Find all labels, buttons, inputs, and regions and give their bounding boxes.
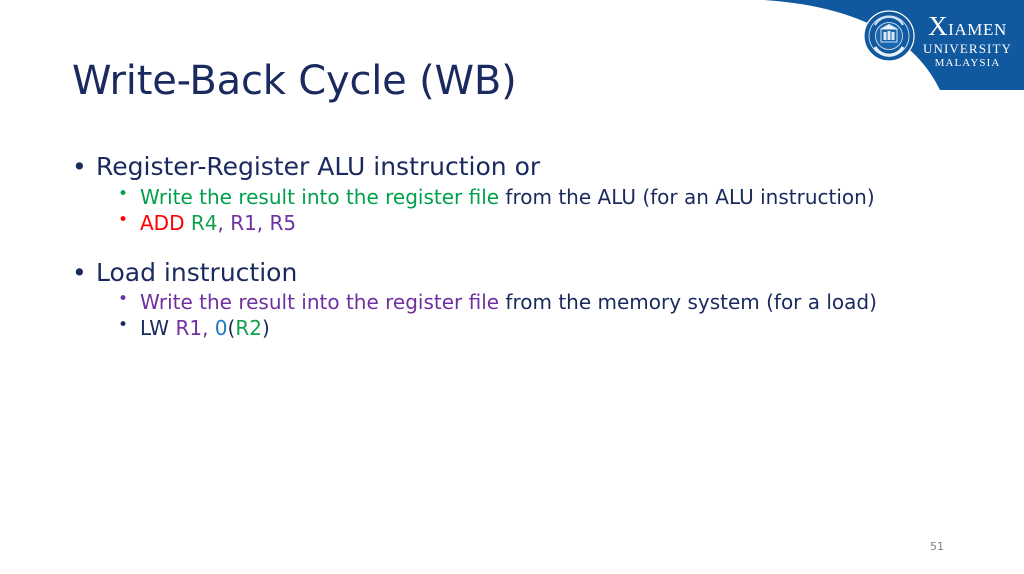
page-title: Write-Back Cycle (WB) bbox=[72, 58, 517, 104]
university-seal-icon bbox=[862, 9, 916, 63]
bullet-level2-write-result-memory: • Write the result into the register fil… bbox=[66, 289, 966, 315]
opcode-lw: LW bbox=[140, 316, 170, 340]
register-r1: R1 bbox=[175, 316, 203, 340]
university-logo-text: XIAMEN UNIVERSITY MALAYSIA bbox=[923, 12, 1012, 70]
bullet-level2-lw-instruction: • LW R1, 0(R2) bbox=[66, 315, 966, 341]
bullet-level1-register-register: • Register-Register ALU instruction or bbox=[66, 152, 966, 182]
bullet-text-segment: from the ALU (for an ALU instruction) bbox=[499, 184, 875, 209]
bullet-dot-icon: • bbox=[118, 183, 129, 204]
comma: , bbox=[217, 210, 224, 235]
bullet-level1-label: Load instruction bbox=[96, 257, 298, 287]
bullet-dot-icon: • bbox=[72, 152, 87, 181]
register-r4: R4 bbox=[190, 210, 218, 235]
bullet-text-segment: Write the result into the register file bbox=[140, 184, 500, 209]
opcode-add: ADD bbox=[140, 210, 185, 235]
slide-page-number: 51 bbox=[930, 540, 944, 553]
bullet-dot-icon: • bbox=[118, 209, 129, 230]
bullet-dot-icon: • bbox=[72, 257, 87, 287]
bullet-dot-icon: • bbox=[118, 315, 129, 335]
slide-body: • Register-Register ALU instruction or •… bbox=[66, 152, 966, 341]
logo-line-xiamen: XIAMEN bbox=[923, 12, 1012, 40]
bullet-level1-load-instruction: • Load instruction bbox=[66, 258, 966, 288]
bullet-level2-write-result-alu: • Write the result into the register fil… bbox=[66, 184, 966, 210]
register-r2: R2 bbox=[235, 316, 262, 340]
bullet-text-segment: from the memory system (for a load) bbox=[499, 290, 877, 314]
registers-r1-r5: R1, R5 bbox=[230, 210, 297, 235]
bullet-dot-icon: • bbox=[118, 289, 129, 309]
logo-iamen-letters: IAMEN bbox=[948, 20, 1007, 39]
bullet-text-segment: Write the result into the register file bbox=[140, 290, 500, 314]
logo-line-malaysia: MALAYSIA bbox=[934, 56, 1001, 69]
logo-x-letter: X bbox=[928, 11, 949, 41]
paren-close: ) bbox=[261, 316, 270, 340]
paren-open: ( bbox=[227, 316, 236, 340]
logo-line-university: UNIVERSITY bbox=[923, 41, 1012, 57]
bullet-level1-label: Register-Register ALU instruction or bbox=[96, 152, 541, 181]
comma: , bbox=[202, 316, 209, 340]
offset-zero: 0 bbox=[214, 316, 228, 340]
section-spacer bbox=[66, 236, 966, 258]
bullet-level2-add-instruction: • ADD R4, R1, R5 bbox=[66, 210, 966, 236]
